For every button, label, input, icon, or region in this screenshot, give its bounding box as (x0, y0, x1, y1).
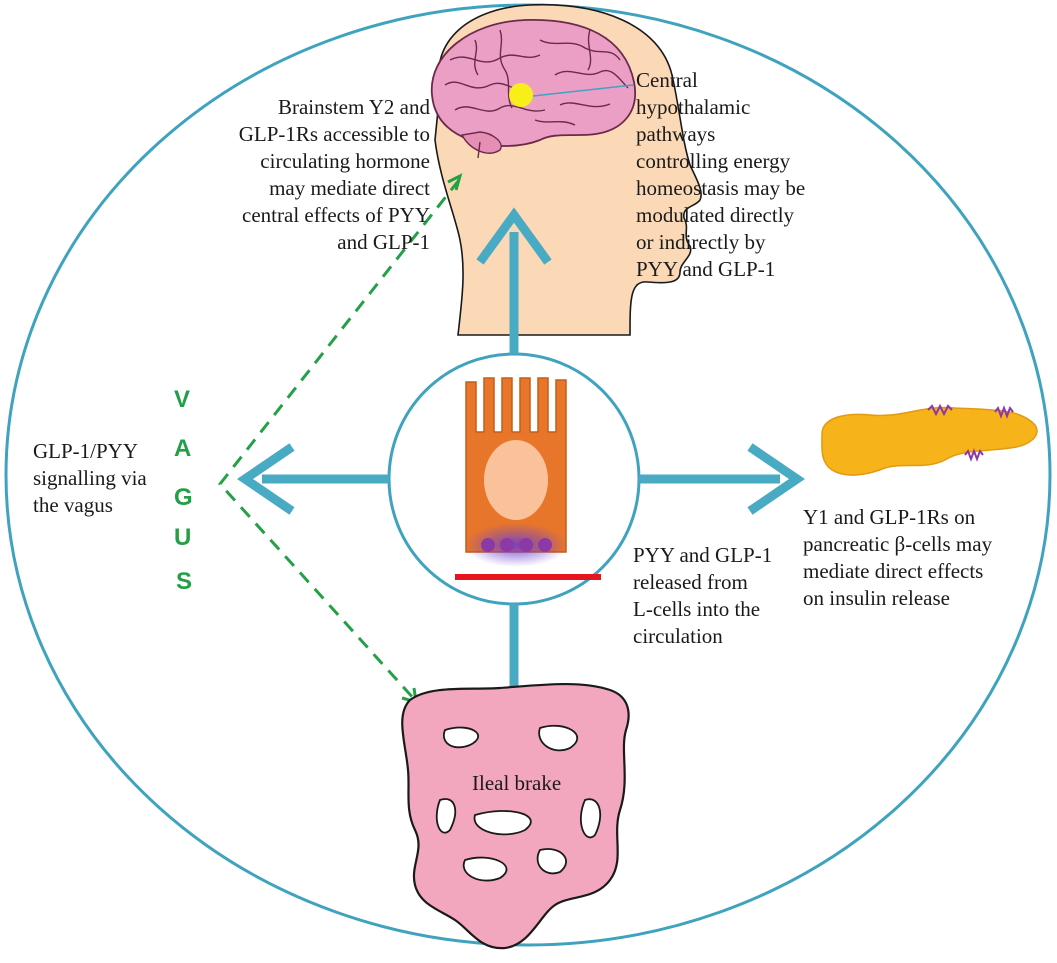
arrow-up-to-brain (476, 207, 552, 354)
hypothalamus-marker-icon (509, 83, 533, 107)
intestine-icon (401, 682, 630, 950)
brain-icon (430, 19, 636, 159)
pancreas-icon (821, 403, 1038, 476)
hypothalamic-label: Central hypothalamic pathways controllin… (636, 68, 806, 281)
cell-nucleus (484, 440, 548, 520)
vagus-letter: S (176, 568, 193, 595)
arrowhead-to-brain-icon (447, 173, 463, 191)
granule (500, 538, 514, 552)
vagus-letter: A (174, 435, 192, 462)
ileal-brake-label: Ileal brake (472, 771, 562, 795)
granule (538, 538, 552, 552)
vagus-letter: V (174, 386, 191, 413)
brainstem-label: Brainstem Y2 and GLP-1Rs accessible to c… (238, 95, 430, 254)
l-cell-icon (464, 377, 568, 567)
granule (519, 538, 533, 552)
arrow-left-to-vagus (237, 443, 389, 515)
vagus-dashed-pathways (218, 179, 461, 702)
release-label: PYY and GLP-1 released from L-cells into… (633, 543, 773, 648)
granule (481, 538, 495, 552)
granule-glow (464, 523, 568, 567)
hypothalamus-pointer-line (532, 84, 634, 97)
vagus-signalling-label: GLP-1/PYY signalling via the vagus (33, 439, 147, 517)
pancreas-label: Y1 and GLP-1Rs on pancreatic β-cells may… (803, 505, 993, 610)
vagus-letter: U (174, 524, 192, 551)
vagus-letter: G (174, 484, 193, 511)
arrow-right-to-pancreas (639, 443, 805, 515)
